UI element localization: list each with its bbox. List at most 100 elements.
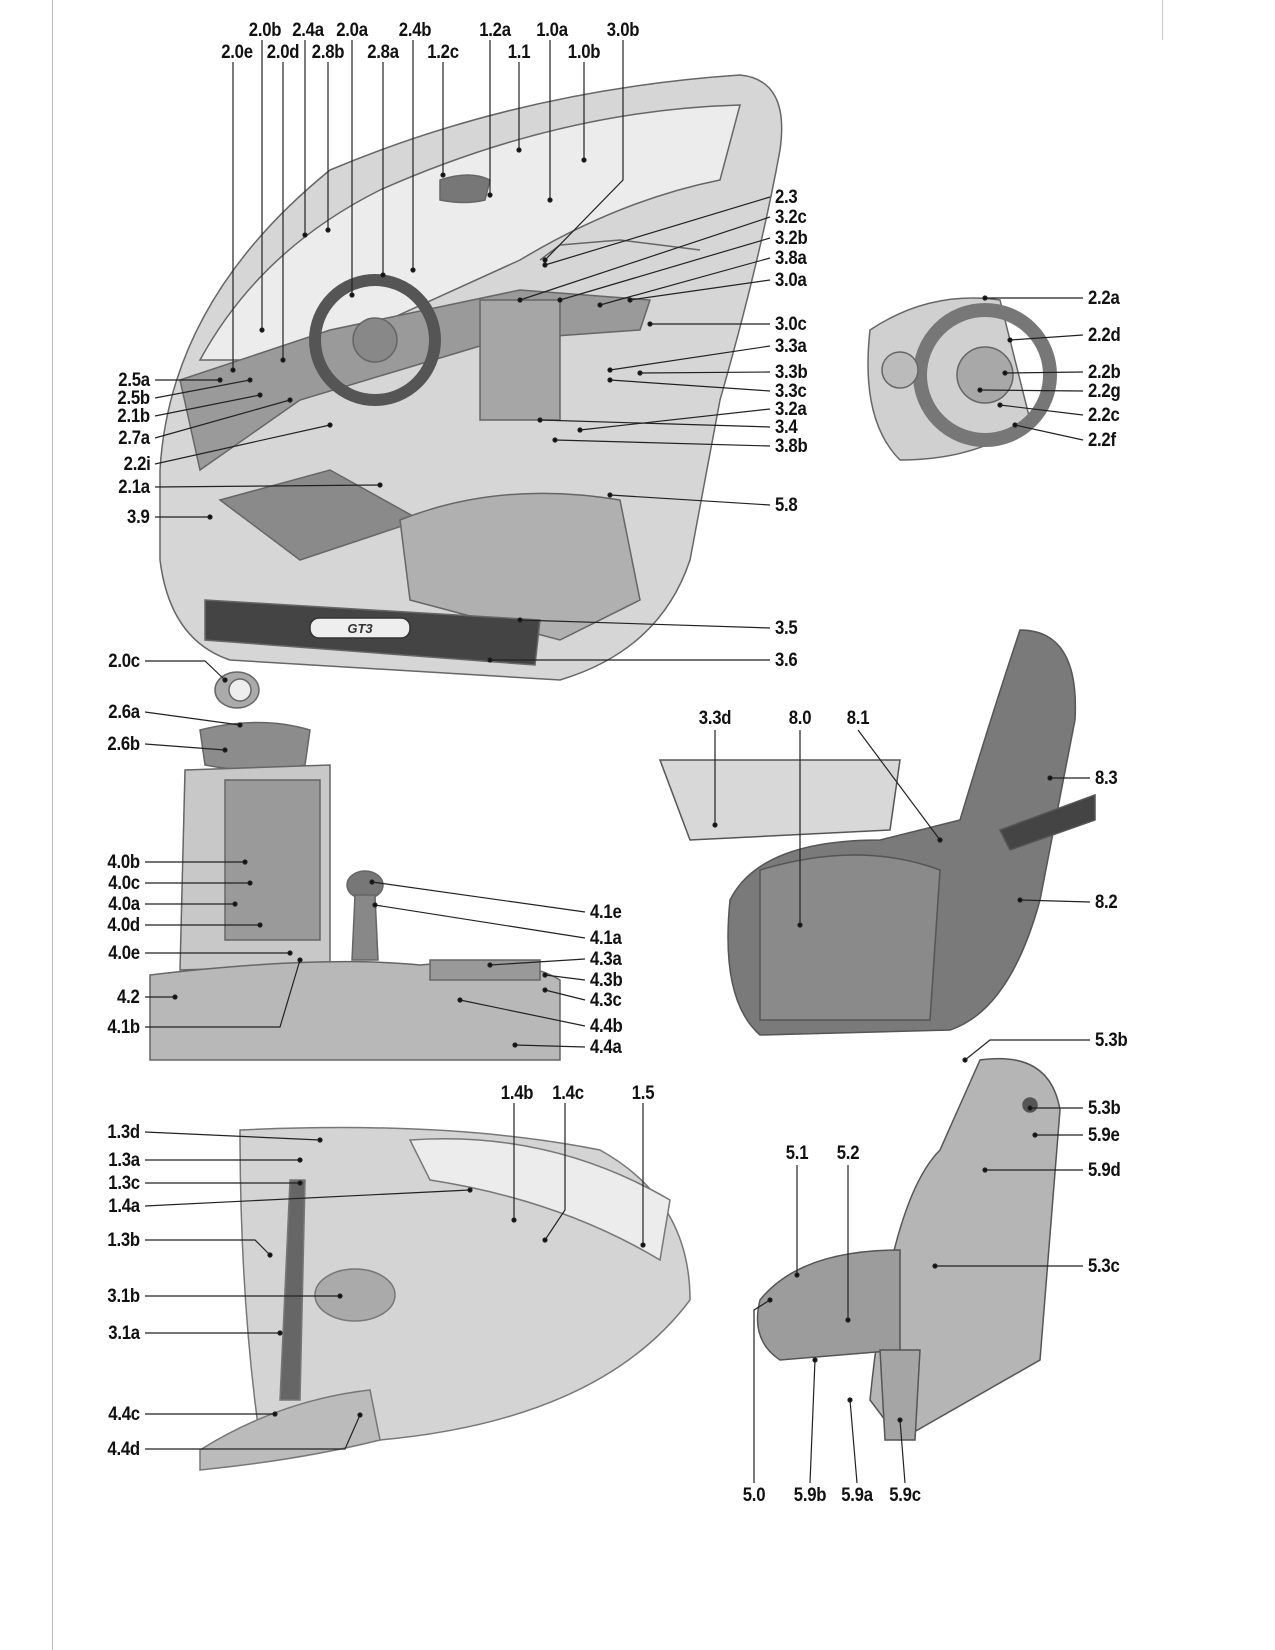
leader-dot: [257, 392, 263, 398]
leader-line: [899, 1419, 906, 1484]
callout-label: 3.3a: [775, 336, 807, 357]
leader-line: [544, 1103, 566, 1241]
callout-label: 2.3: [775, 187, 798, 208]
leader-dot: [257, 922, 263, 928]
leader-dot: [487, 192, 493, 198]
leader-line: [144, 711, 241, 726]
leader-dot: [377, 482, 383, 488]
leader-line: [609, 379, 771, 392]
callout-label: 2.0c: [108, 651, 141, 672]
leader-line: [559, 237, 771, 301]
leader-dot: [172, 994, 178, 1000]
callout-label: 8.0: [788, 708, 812, 729]
leader-line: [145, 1414, 361, 1450]
callout-label: 5.3c: [1088, 1256, 1120, 1277]
callout-label: 4.1b: [107, 1017, 141, 1038]
leader-dot: [797, 922, 803, 928]
callout-label: 5.0: [742, 1485, 766, 1506]
leader-line: [599, 257, 771, 306]
leader-line: [629, 279, 771, 301]
leader-line: [154, 424, 331, 465]
gt3-sill-badge: GT3: [347, 621, 373, 636]
leader-line: [519, 216, 771, 301]
leader-dot: [547, 197, 553, 203]
callout-label: 2.2d: [1088, 325, 1121, 346]
callout-label: 4.3b: [590, 970, 623, 991]
callout-label: 1.4b: [500, 1083, 534, 1104]
callout-label: 4.0c: [108, 873, 141, 894]
callout-label: 2.2a: [1088, 288, 1120, 309]
callout-label: 2.2f: [1088, 430, 1116, 451]
callout-label: 8.2: [1095, 892, 1118, 913]
leader-dot: [242, 859, 248, 865]
leader-dot: [277, 1330, 283, 1336]
leader-line: [753, 1299, 771, 1483]
leader-dot: [847, 1397, 853, 1403]
leader-line: [809, 1359, 816, 1484]
callout-label: 4.4b: [590, 1016, 623, 1037]
callout-label: 5.9c: [889, 1485, 921, 1506]
leader-dot: [712, 822, 718, 828]
leader-dot: [812, 1357, 818, 1363]
leader-dot: [597, 302, 603, 308]
callout-label: 4.0a: [108, 894, 141, 915]
callout-label: 3.3c: [775, 381, 807, 402]
leader-line: [145, 959, 301, 1028]
leader-dot: [932, 1263, 938, 1269]
leader-dot: [637, 370, 643, 376]
leader-dot: [327, 422, 333, 428]
leader-dot: [337, 1293, 343, 1299]
callout-label: 2.2i: [123, 454, 150, 475]
leader-line: [609, 494, 771, 506]
callout-label: 4.3a: [590, 949, 622, 970]
callout-label: 2.8a: [367, 42, 399, 63]
callout-label: 3.2b: [775, 228, 808, 249]
leader-line: [154, 484, 381, 488]
leader-dot: [222, 677, 228, 683]
page-border-left: [52, 0, 53, 1650]
leader-dot: [557, 297, 563, 303]
leader-line: [144, 1189, 471, 1207]
leader-dot: [369, 879, 375, 885]
leader-line: [374, 904, 586, 939]
leader-line: [979, 389, 1084, 392]
leader-dot: [287, 950, 293, 956]
leader-dot: [487, 962, 493, 968]
callout-label: 5.1: [785, 1143, 809, 1164]
callout-label: 3.0b: [606, 20, 640, 41]
leader-line: [999, 404, 1084, 416]
callout-label: 4.0d: [107, 915, 141, 936]
leader-dot: [457, 997, 463, 1003]
leader-dot: [937, 837, 943, 843]
callout-label: 4.4c: [108, 1404, 141, 1425]
leader-dot: [647, 321, 653, 327]
leader-line: [144, 1131, 321, 1141]
callout-label: 4.2: [117, 987, 141, 1008]
leader-dot: [962, 1057, 968, 1063]
callout-label: 2.5b: [117, 388, 151, 409]
leader-dot: [410, 267, 416, 273]
leader-dot: [259, 327, 265, 333]
leader-line: [154, 394, 261, 417]
callout-label: 3.6: [775, 650, 798, 671]
callout-label: 4.0e: [108, 943, 141, 964]
leader-line: [489, 958, 586, 966]
callout-label: 1.4a: [108, 1196, 141, 1217]
comfort-seat-illustration: [756, 1057, 1061, 1441]
callout-label: 8.3: [1095, 768, 1118, 789]
leader-dot: [997, 402, 1003, 408]
leader-dot: [1027, 1105, 1033, 1111]
callout-label: 5.8: [775, 495, 798, 516]
callout-label: 4.4a: [590, 1037, 622, 1058]
callout-label: 5.3b: [1088, 1098, 1121, 1119]
leader-dot: [297, 1157, 303, 1163]
callout-label: 5.9b: [793, 1485, 827, 1506]
leader-dot: [542, 262, 548, 268]
leader-dot: [577, 427, 583, 433]
callout-label: 1.5: [631, 1083, 655, 1104]
leader-line: [609, 345, 771, 371]
leader-dot: [267, 1252, 273, 1258]
leader-dot: [297, 1180, 303, 1186]
leader-line: [579, 408, 771, 431]
leader-dot: [232, 901, 238, 907]
